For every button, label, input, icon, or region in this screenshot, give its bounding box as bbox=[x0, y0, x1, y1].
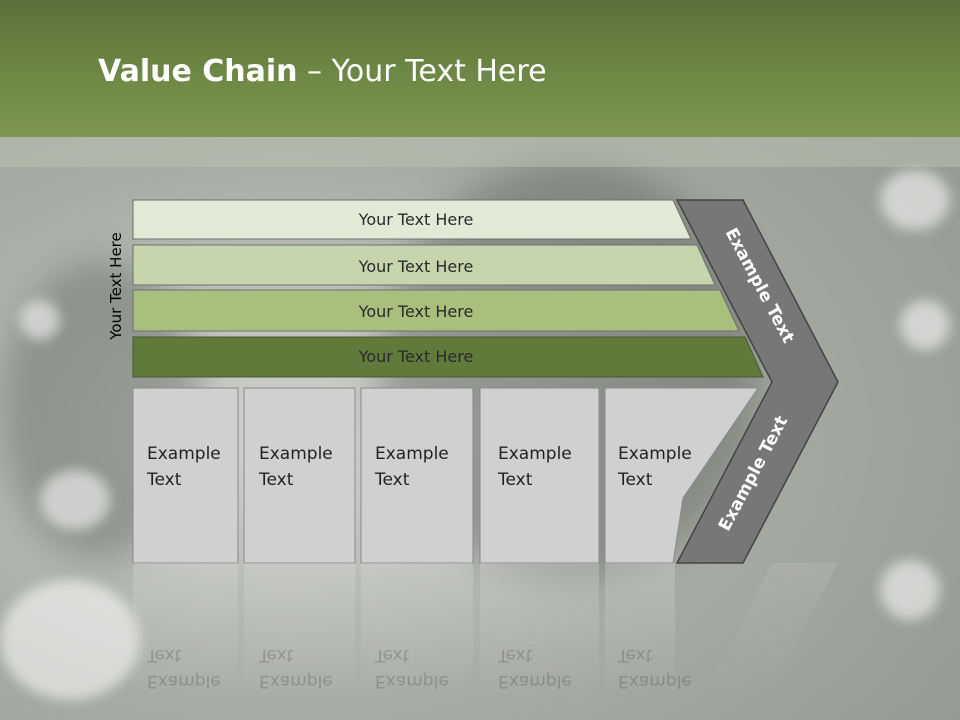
box-label-line1: Example bbox=[498, 444, 572, 464]
box-shape bbox=[360, 387, 474, 564]
bar-shape bbox=[132, 289, 740, 332]
box: Example Text bbox=[243, 387, 356, 564]
bar: Your Text Here bbox=[132, 244, 716, 286]
bar-label: Your Text Here bbox=[358, 302, 474, 321]
background-highlight bbox=[20, 300, 60, 340]
box: Example Text bbox=[479, 387, 600, 564]
reflection-label: Text bbox=[258, 645, 294, 665]
bar-label: Your Text Here bbox=[358, 210, 474, 229]
box-shape bbox=[479, 387, 600, 564]
box: Example Text bbox=[132, 387, 239, 564]
bar-label: Your Text Here bbox=[358, 347, 474, 366]
reflection-label: Text bbox=[617, 645, 653, 665]
box-shape bbox=[132, 387, 239, 564]
box-list: Example Text Example Text Example Text E… bbox=[132, 387, 759, 564]
reflection-label: Example bbox=[375, 671, 449, 691]
box-label-line2: Text bbox=[497, 470, 533, 490]
reflection-label: Example bbox=[147, 671, 221, 691]
box: Example Text bbox=[604, 387, 759, 564]
box-label-line1: Example bbox=[618, 444, 692, 464]
header-band bbox=[0, 0, 960, 137]
bar-list: Your Text Here Your Text Here Your Text … bbox=[132, 199, 764, 378]
reflection-label: Example bbox=[259, 671, 333, 691]
box-label-line2: Text bbox=[146, 470, 182, 490]
box-label-line1: Example bbox=[259, 444, 333, 464]
box-label-line1: Example bbox=[147, 444, 221, 464]
bar: Your Text Here bbox=[132, 336, 764, 378]
background-highlight bbox=[880, 560, 940, 620]
page-title: Value Chain – Your Text Here bbox=[98, 54, 547, 89]
bar-label: Your Text Here bbox=[358, 257, 474, 276]
title-rest: – Your Text Here bbox=[297, 54, 547, 89]
box-label-line2: Text bbox=[374, 470, 410, 490]
bar: Your Text Here bbox=[132, 199, 692, 240]
reflection-label: Example bbox=[498, 671, 572, 691]
title-bold: Value Chain bbox=[98, 54, 298, 89]
bar-shape bbox=[132, 244, 716, 286]
box-shape bbox=[604, 387, 759, 564]
bar: Your Text Here bbox=[132, 289, 740, 332]
background-highlight bbox=[900, 300, 950, 350]
background-highlight bbox=[0, 580, 140, 700]
header-underline-band bbox=[0, 137, 960, 167]
bar-shape bbox=[132, 336, 764, 378]
background-highlight bbox=[40, 470, 110, 530]
reflection-label: Text bbox=[497, 645, 533, 665]
box-shape bbox=[243, 387, 356, 564]
box-label-line2: Text bbox=[258, 470, 294, 490]
reflection-text: Example Text Example Text Example Text E… bbox=[146, 645, 692, 691]
box-label-line1: Example bbox=[375, 444, 449, 464]
reflection bbox=[133, 563, 838, 720]
bar-shape bbox=[132, 199, 692, 240]
reflection-label: Example bbox=[618, 671, 692, 691]
reflection-label: Text bbox=[146, 645, 182, 665]
box: Example Text bbox=[360, 387, 474, 564]
box-label-line2: Text bbox=[617, 470, 653, 490]
background-highlight bbox=[880, 170, 950, 230]
reflection-label: Text bbox=[374, 645, 410, 665]
